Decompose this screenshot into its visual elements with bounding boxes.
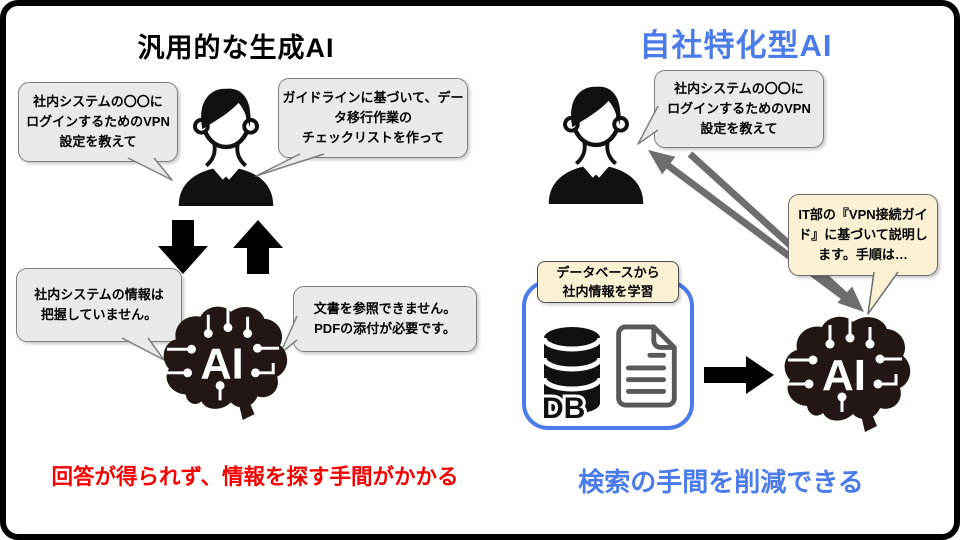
ai-brain-icon: AI	[163, 306, 288, 421]
down-arrow-icon	[158, 220, 208, 274]
database-icon: DB	[539, 327, 603, 428]
bubble-tail	[637, 105, 659, 145]
speech-bubble-vpn-question-right: 社内システムの〇〇に ログインするためのVPN 設定を教えて	[654, 70, 824, 148]
speech-bubble-no-info: 社内システムの情報は 把握していません。	[16, 268, 182, 342]
speech-bubble-vpn-question: 社内システムの〇〇に ログインするためのVPN 設定を教えて	[18, 82, 178, 162]
right-conclusion-text: 検索の手間を削減できる	[578, 467, 864, 497]
document-icon	[616, 324, 677, 408]
db-learning-label: データベースから 社内情報を学習	[537, 261, 679, 303]
bubble-tail	[867, 271, 899, 315]
user-icon	[178, 88, 274, 206]
ai-text: AI	[200, 341, 243, 389]
bubble-tail	[255, 153, 325, 177]
up-arrow-icon	[233, 220, 283, 274]
bubble-tail	[127, 157, 173, 181]
user-icon-right	[548, 86, 644, 204]
bubble-tail	[121, 337, 165, 361]
right-arrow-icon	[704, 356, 774, 394]
left-conclusion-text: 回答が得られず、情報を探す手間がかかる	[51, 465, 459, 489]
left-panel-title: 汎用的な生成AI	[137, 33, 335, 63]
right-panel-title: 自社特化型AI	[639, 28, 833, 63]
speech-bubble-no-doc: 文書を参照できません。 PDFの添付が必要です。	[293, 286, 477, 352]
answer-bubble: IT部の『VPN接続ガイ ド』に基づいて説明し ます。手順は…	[788, 194, 938, 276]
ai-text: AI	[822, 351, 866, 400]
ai-brain-icon-right: AI	[784, 316, 911, 432]
db-text: DB	[542, 392, 585, 425]
speech-bubble-guideline-question: ガイドラインに基づいて、デー タ移行作業の チェックリストを作って	[278, 78, 468, 158]
